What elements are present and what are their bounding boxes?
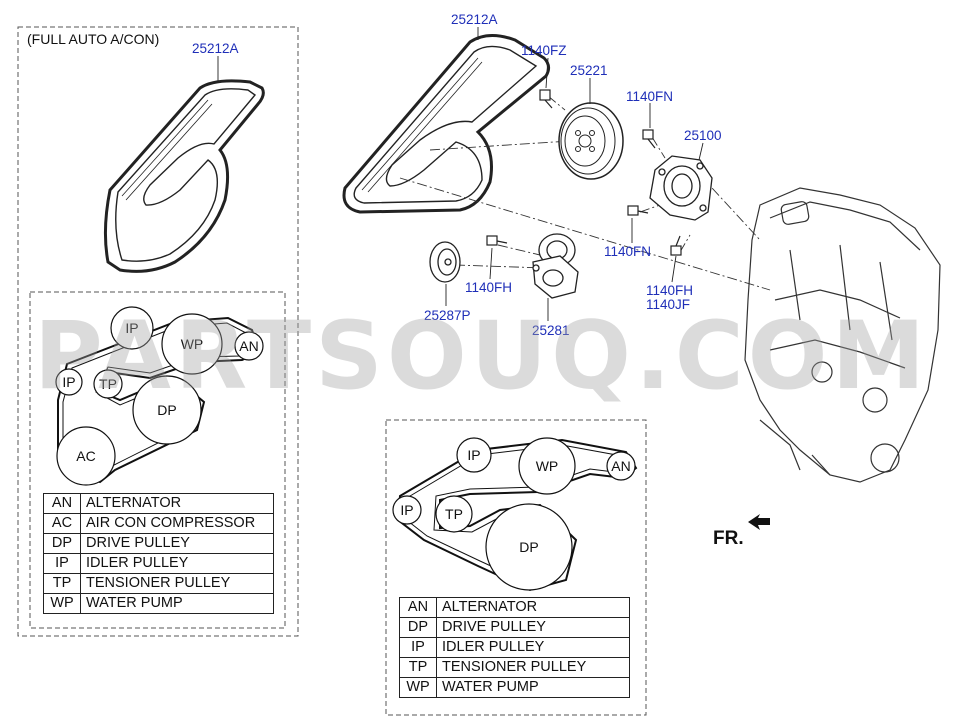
option-frame	[17, 26, 299, 637]
right-pulley-ip-left	[392, 495, 422, 525]
right-belt-routing: IP WP AN IP TP DP	[392, 437, 638, 592]
right-pulley-wp	[518, 437, 576, 495]
left-circle-label: AN	[239, 338, 258, 354]
right-circle-label: TP	[445, 506, 463, 522]
front-label: FR.	[713, 528, 744, 549]
left-circle-label: WP	[181, 336, 204, 352]
legend-abbr: TP	[43, 573, 81, 594]
leader-lines	[217, 27, 704, 321]
part-label-1140fn-bottom[interactable]: 1140FN	[604, 244, 652, 259]
left-circle-label: DP	[157, 402, 176, 418]
left-pulley-wp	[161, 313, 223, 375]
left-belt-routing: IP WP AN IP TP DP AC	[55, 306, 264, 486]
part-label-1140fh-left[interactable]: 1140FH	[465, 280, 513, 295]
legend-abbr: TP	[399, 657, 437, 678]
legend-name: ALTERNATOR	[436, 597, 630, 618]
left-belt-drawing	[103, 79, 265, 273]
legend-abbr: WP	[399, 677, 437, 698]
legend-name: TENSIONER PULLEY	[80, 573, 274, 594]
assembly-lines	[399, 95, 771, 291]
left-pulley-ip-top	[110, 306, 154, 350]
right-pulley-tp	[435, 495, 473, 533]
bolt-1140fz-drawing	[539, 89, 553, 109]
left-circle-label: IP	[125, 320, 138, 336]
part-label-1140fh-right[interactable]: 1140FH	[646, 283, 694, 298]
option-label: (FULL AUTO A/CON)	[27, 31, 160, 47]
right-circle-label: DP	[519, 539, 538, 555]
legend-name: IDLER PULLEY	[436, 637, 630, 658]
water-pump-25100-drawing	[649, 155, 713, 221]
legend-abbr: AN	[43, 493, 81, 514]
right-circle-label: IP	[467, 447, 480, 463]
legend-name: DRIVE PULLEY	[436, 617, 630, 638]
legend-abbr: DP	[43, 533, 81, 554]
legend-abbr: IP	[43, 553, 81, 574]
pulley-25221-drawing	[558, 102, 624, 180]
left-circle-label: AC	[76, 448, 95, 464]
legend-name: TENSIONER PULLEY	[436, 657, 630, 678]
tensioner-25281-drawing	[532, 233, 579, 299]
right-routing-frame	[385, 419, 647, 716]
right-circle-label: WP	[536, 458, 559, 474]
right-circle-label: AN	[611, 458, 630, 474]
legend-name: AIR CON COMPRESSOR	[80, 513, 274, 534]
left-pulley-ac	[56, 426, 116, 486]
part-label-1140fz[interactable]: 1140FZ	[521, 43, 567, 58]
legend-name: DRIVE PULLEY	[80, 533, 274, 554]
legend-abbr: WP	[43, 593, 81, 614]
part-label-1140jf[interactable]: 1140JF	[646, 297, 691, 312]
legend-abbr: IP	[399, 637, 437, 658]
part-label-25221[interactable]: 25221	[570, 63, 608, 78]
legend-abbr: AN	[399, 597, 437, 618]
bolt-1140fn-bottom-drawing	[627, 205, 649, 216]
left-pulley-dp	[132, 375, 202, 445]
idler-25287p-drawing	[429, 241, 461, 283]
right-circle-label: IP	[400, 502, 413, 518]
legend-name: WATER PUMP	[436, 677, 630, 698]
bolt-1140fh-left-drawing	[486, 235, 508, 246]
right-pulley-dp	[485, 503, 573, 591]
part-label-25212a-main[interactable]: 25212A	[451, 12, 498, 27]
main-belt-drawing	[342, 34, 551, 214]
left-circle-label: IP	[62, 374, 75, 390]
legend-name: ALTERNATOR	[80, 493, 274, 514]
bolt-1140fn-top-drawing	[642, 129, 656, 149]
right-pulley-ip-top	[456, 437, 492, 473]
part-label-1140fn-top[interactable]: 1140FN	[626, 89, 674, 104]
engine-block-drawing	[744, 187, 941, 483]
left-circle-label: TP	[99, 376, 117, 392]
part-label-25100[interactable]: 25100	[684, 128, 722, 143]
legend-abbr: AC	[43, 513, 81, 534]
legend-abbr: DP	[399, 617, 437, 638]
part-label-25287p[interactable]: 25287P	[424, 308, 471, 323]
right-pulley-an	[606, 451, 636, 481]
bolt-1140fh-right-drawing	[670, 235, 682, 256]
part-label-25281[interactable]: 25281	[532, 323, 570, 338]
legend-name: WATER PUMP	[80, 593, 274, 614]
legend-name: IDLER PULLEY	[80, 553, 274, 574]
left-pulley-ip-left	[55, 368, 83, 396]
left-pulley-an	[234, 331, 264, 361]
front-arrow-icon	[748, 514, 770, 530]
part-label-25212a-left[interactable]: 25212A	[192, 41, 239, 56]
left-pulley-tp	[93, 369, 123, 399]
